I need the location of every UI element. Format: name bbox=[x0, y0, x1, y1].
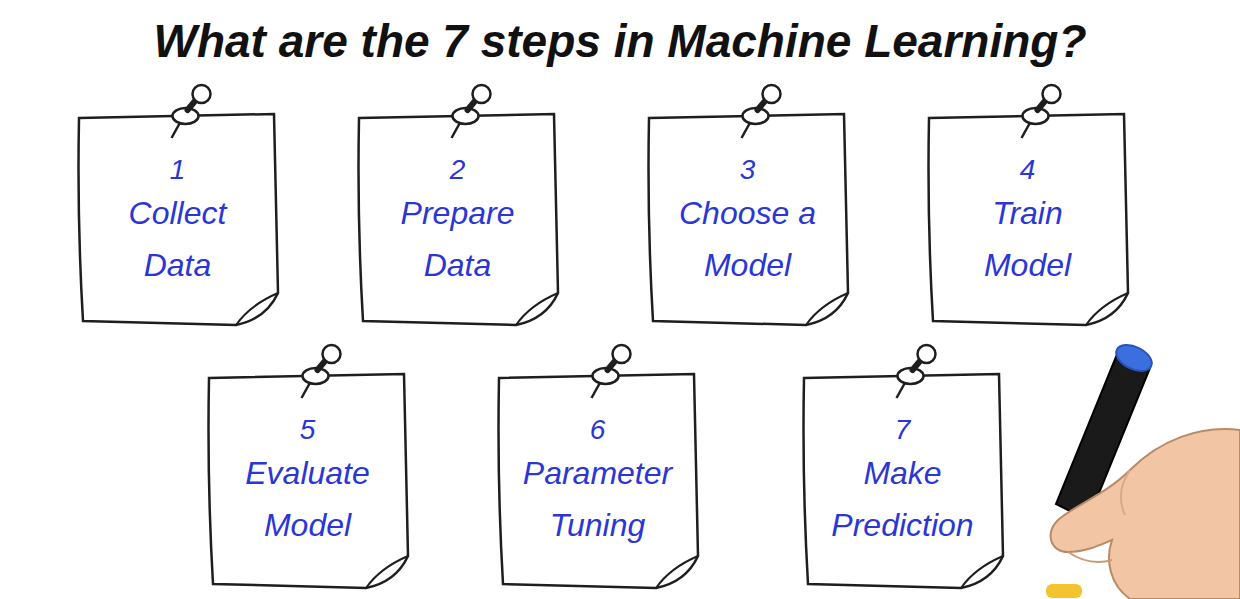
sticky-note: 1Collect Data bbox=[75, 112, 280, 327]
step-number: 6 bbox=[590, 412, 606, 448]
sticky-note: 4Train Model bbox=[925, 112, 1130, 327]
note-curl bbox=[366, 556, 408, 588]
note-paper bbox=[79, 114, 279, 325]
note-paper bbox=[499, 374, 699, 588]
note-paper bbox=[804, 374, 1004, 588]
note-paper bbox=[649, 114, 849, 325]
step-number: 7 bbox=[895, 412, 911, 448]
pushpin bbox=[742, 85, 781, 138]
step-label: Parameter Tuning bbox=[518, 448, 678, 550]
sticky-note: 6Parameter Tuning bbox=[495, 372, 700, 590]
note-curl bbox=[516, 293, 558, 325]
step-label: Train Model bbox=[948, 188, 1108, 290]
diagram-title: What are the 7 steps in Machine Learning… bbox=[0, 14, 1240, 68]
step-number: 4 bbox=[1020, 152, 1036, 188]
pushpin bbox=[172, 85, 211, 138]
step-label: Evaluate Model bbox=[228, 448, 388, 550]
step-number: 5 bbox=[300, 412, 316, 448]
note-paper bbox=[359, 114, 559, 325]
note-curl bbox=[656, 556, 698, 588]
logo-mark bbox=[1046, 584, 1082, 598]
step-label: Make Prediction bbox=[823, 448, 983, 550]
sticky-note: 2Prepare Data bbox=[355, 112, 560, 327]
step-number: 2 bbox=[450, 152, 466, 188]
step-label: Choose a Model bbox=[668, 188, 828, 290]
step-number: 1 bbox=[170, 152, 186, 188]
sticky-note: 7Make Prediction bbox=[800, 372, 1005, 590]
sticky-note: 5Evaluate Model bbox=[205, 372, 410, 590]
pushpin bbox=[592, 345, 631, 398]
pushpin bbox=[302, 345, 341, 398]
note-curl bbox=[961, 556, 1003, 588]
note-paper bbox=[929, 114, 1129, 325]
pushpin bbox=[1022, 85, 1061, 138]
sticky-note: 3Choose a Model bbox=[645, 112, 850, 327]
step-label: Prepare Data bbox=[378, 188, 538, 290]
hand bbox=[1051, 429, 1240, 599]
pushpin bbox=[897, 345, 936, 398]
note-paper bbox=[209, 374, 409, 588]
note-curl bbox=[806, 293, 848, 325]
step-label: Collect Data bbox=[98, 188, 258, 290]
pushpin bbox=[452, 85, 491, 138]
note-curl bbox=[236, 293, 278, 325]
note-curl bbox=[1086, 293, 1128, 325]
step-number: 3 bbox=[740, 152, 756, 188]
